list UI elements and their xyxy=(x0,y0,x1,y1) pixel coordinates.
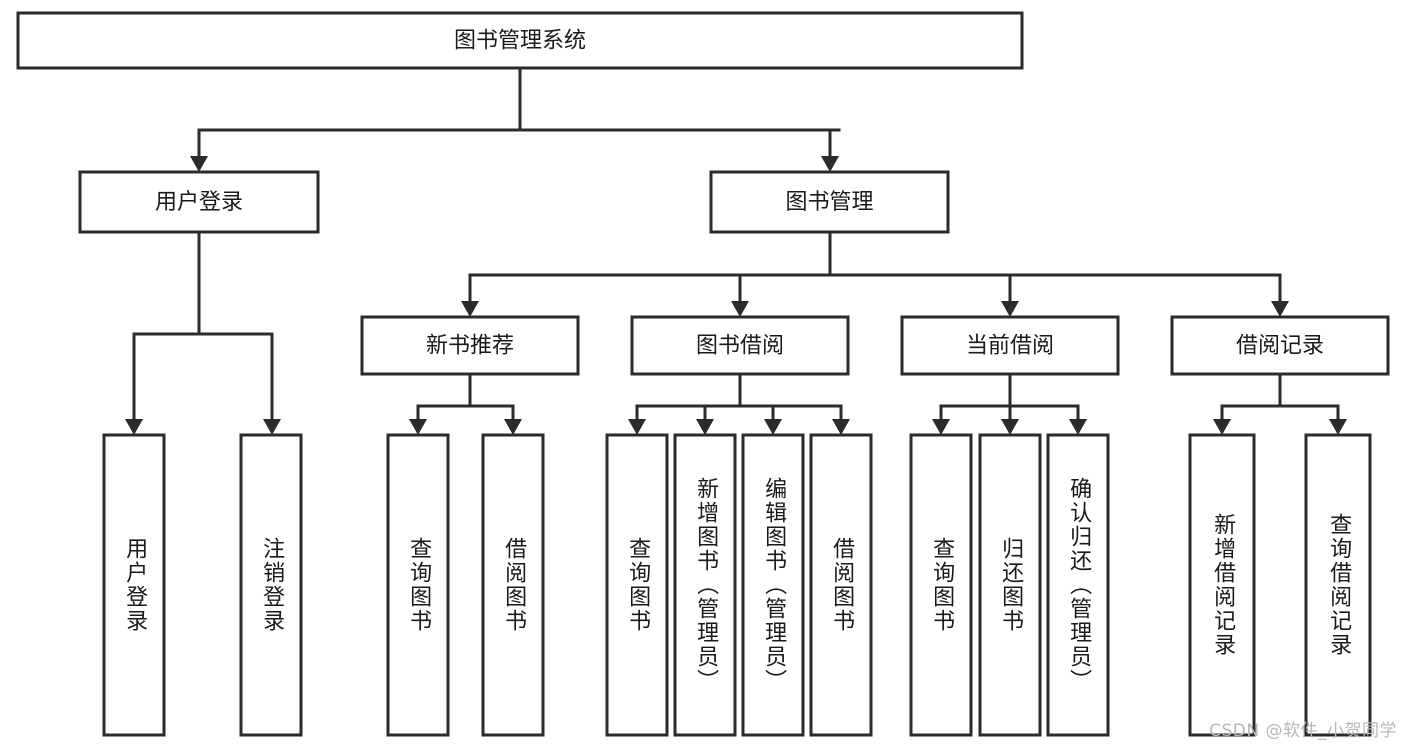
node-label-user-login: 用户登录 xyxy=(155,190,243,215)
node-box-book-borrow[interactable] xyxy=(630,315,850,376)
connector-arrowhead xyxy=(1271,301,1289,317)
connector-arrowhead xyxy=(1069,419,1087,435)
node-box-user-login[interactable] xyxy=(78,170,320,234)
node-label-book-management: 图书管理 xyxy=(785,190,873,215)
node-label-current-borrow: 当前借阅 xyxy=(966,334,1054,359)
connectors-layer xyxy=(125,66,1347,435)
connector-arrowhead xyxy=(461,301,479,317)
connector-arrowhead xyxy=(125,419,143,435)
node-box-root[interactable] xyxy=(16,11,1024,70)
node-box-leaf-query-book-cur[interactable] xyxy=(909,433,973,737)
node-label-borrow-record: 借阅记录 xyxy=(1236,334,1324,359)
node-box-new-book-recommend[interactable] xyxy=(360,315,580,376)
node-box-leaf-borrow-book[interactable] xyxy=(809,433,873,737)
connector-arrowhead xyxy=(1001,301,1019,317)
node-box-leaf-user-login[interactable] xyxy=(102,433,166,737)
node-box-leaf-add-record[interactable] xyxy=(1188,433,1256,737)
node-box-leaf-query-book-borrow[interactable] xyxy=(605,433,669,737)
connector-arrowhead xyxy=(764,419,782,435)
connector-arrowhead xyxy=(409,419,427,435)
connector-arrowhead xyxy=(1329,419,1347,435)
connector-arrowhead xyxy=(504,419,522,435)
connector-arrowhead xyxy=(731,301,749,317)
node-box-borrow-record[interactable] xyxy=(1170,315,1390,376)
connector-arrowhead xyxy=(190,156,208,172)
node-box-leaf-query-book-new[interactable] xyxy=(386,433,450,737)
connector-arrowhead xyxy=(821,156,839,172)
node-box-book-management[interactable] xyxy=(709,170,950,234)
node-label-root: 图书管理系统 xyxy=(454,29,586,54)
node-box-leaf-confirm-return[interactable] xyxy=(1046,433,1110,737)
node-box-current-borrow[interactable] xyxy=(900,315,1120,376)
connector-arrowhead xyxy=(832,419,850,435)
connector-arrowhead xyxy=(932,419,950,435)
connector-arrowhead xyxy=(1001,419,1019,435)
node-box-leaf-logout-login[interactable] xyxy=(239,433,303,737)
node-box-leaf-edit-book[interactable] xyxy=(741,433,805,737)
node-box-leaf-add-book[interactable] xyxy=(673,433,737,737)
node-box-leaf-borrow-book-new[interactable] xyxy=(481,433,545,737)
connector-arrowhead xyxy=(1213,419,1231,435)
boxes-layer xyxy=(16,11,1390,737)
node-label-book-borrow: 图书借阅 xyxy=(696,334,784,359)
watermark-text: CSDN @软件_小贺同学 xyxy=(1209,721,1397,741)
connector-arrowhead xyxy=(263,419,281,435)
node-label-new-book-recommend: 新书推荐 xyxy=(426,334,514,359)
node-box-leaf-query-record[interactable] xyxy=(1304,433,1372,737)
connector-arrowhead xyxy=(628,419,646,435)
node-box-leaf-return-book[interactable] xyxy=(978,433,1042,737)
connector-arrowhead xyxy=(696,419,714,435)
